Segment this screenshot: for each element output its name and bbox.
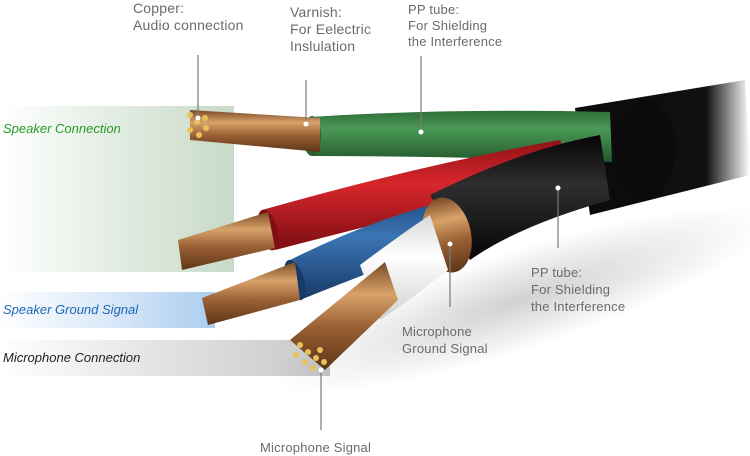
pp-tube-right-callout: PP tube: For Shielding the Interference bbox=[531, 264, 625, 315]
varnish-callout-title: Varnish: bbox=[290, 4, 342, 20]
speaker-ground-signal-label: Speaker Ground Signal bbox=[3, 302, 139, 317]
pp-tube-top-title: PP tube: bbox=[408, 2, 460, 17]
mic-signal-line: Microphone Signal bbox=[260, 440, 372, 455]
microphone-ground-signal-callout: Microphone Ground Signal bbox=[402, 323, 488, 357]
pp-tube-right-line: the Interference bbox=[531, 299, 626, 314]
pp-tube-right-line: For Shielding bbox=[531, 282, 611, 297]
varnish-callout: Varnish: For Eelectric Inslulation bbox=[290, 4, 371, 55]
pp-tube-right-title: PP tube: bbox=[531, 265, 583, 280]
varnish-callout-line: Inslulation bbox=[290, 38, 356, 54]
speaker-connection-label: Speaker Connection bbox=[3, 121, 121, 136]
speaker-strand-ends bbox=[187, 112, 209, 138]
microphone-connection-label: Microphone Connection bbox=[3, 350, 141, 365]
copper-callout-line: Audio connection bbox=[133, 17, 244, 33]
leader-lines bbox=[197, 55, 559, 430]
varnish-callout-line: For Eelectric bbox=[290, 21, 372, 37]
mic-strand-ends bbox=[293, 342, 327, 371]
jacket-end bbox=[615, 100, 675, 200]
blue-copper-strands bbox=[202, 262, 300, 325]
microphone-signal-callout: Microphone Signal bbox=[260, 439, 371, 456]
pp-tube-top-callout: PP tube: For Shielding the Interference bbox=[408, 2, 502, 50]
copper-callout: Copper: Audio connection bbox=[133, 0, 244, 34]
speaker-ground-band bbox=[0, 292, 215, 328]
black-pp-tube bbox=[430, 135, 610, 260]
leader-dots bbox=[195, 115, 561, 373]
mic-signal-strands bbox=[290, 262, 398, 370]
green-copper-strands bbox=[190, 110, 320, 152]
pp-tube-top-line: For Shielding bbox=[408, 18, 488, 33]
red-copper-strands bbox=[178, 212, 275, 270]
cable-shadow bbox=[272, 206, 750, 394]
copper-callout-title: Copper: bbox=[133, 0, 185, 16]
pp-tube-top-line: the Interference bbox=[408, 34, 503, 49]
mic-ground-line: Microphone bbox=[402, 324, 472, 339]
mic-ground-line: Ground Signal bbox=[402, 341, 488, 356]
